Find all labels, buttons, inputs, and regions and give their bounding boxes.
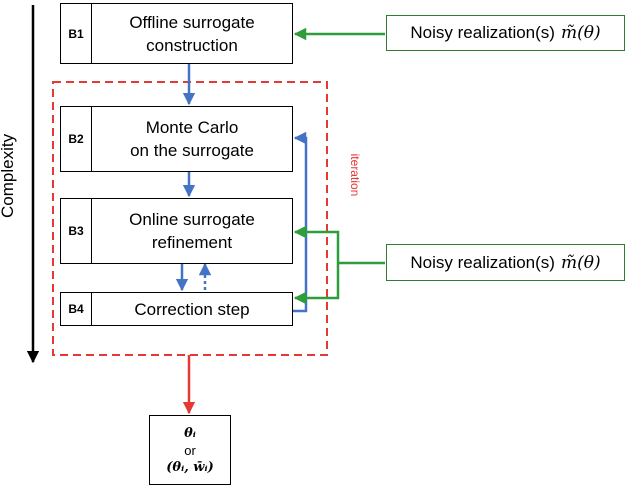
block-b1-line-2: construction <box>146 35 238 55</box>
block-b3-tag: B3 <box>61 199 92 263</box>
block-b1-text: Offline surrogate construction <box>92 4 292 63</box>
complexity-label: Complexity <box>0 133 17 218</box>
arrow-noisy-to-b3 <box>293 225 340 263</box>
block-b3-line-1: Online surrogate <box>129 210 255 229</box>
block-b1-offline-surrogate: B1 Offline surrogate construction <box>60 3 293 64</box>
block-b1-tag: B1 <box>61 4 92 63</box>
noisy-top-symbol: m̃(θ) <box>560 23 601 43</box>
output-line-2: or <box>184 442 196 458</box>
block-b3-line-2: refinement <box>151 233 233 252</box>
block-b1-line-1: Offline surrogate <box>129 12 255 32</box>
iteration-loop-arrow <box>293 131 308 313</box>
output-line-3: (θᵢ, w̄ᵢ) <box>166 459 214 475</box>
block-b2-monte-carlo: B2 Monte Carlo on the surrogate <box>60 106 293 172</box>
block-b4-text: Correction step <box>92 293 292 325</box>
noisy-realization-bottom: Noisy realization(s) m̃(θ) <box>386 244 625 281</box>
block-b4-line-1: Correction step <box>134 299 250 319</box>
noisy-realization-top: Noisy realization(s) m̃(θ) <box>386 15 625 51</box>
block-b2-line-2: on the surrogate <box>130 141 254 160</box>
noisy-bottom-text: Noisy realization(s) <box>410 252 555 272</box>
block-b3-online-refinement: B3 Online surrogate refinement <box>60 198 293 264</box>
block-b2-line-1: Monte Carlo <box>145 118 239 137</box>
output-line-1: θᵢ <box>184 425 196 441</box>
noisy-bottom-symbol: m̃(θ) <box>560 252 601 273</box>
noisy-top-text: Noisy realization(s) <box>410 23 555 42</box>
block-b2-text: Monte Carlo on the surrogate <box>92 107 292 171</box>
block-b4-correction-step: B4 Correction step <box>60 292 293 326</box>
arrow-noisy-to-b4 <box>293 263 340 305</box>
block-b3-text: Online surrogate refinement <box>92 199 292 263</box>
iteration-label: iteration <box>348 153 362 197</box>
output-box: θᵢ or (θᵢ, w̄ᵢ) <box>149 415 231 485</box>
block-b2-tag: B2 <box>61 107 92 171</box>
block-b4-tag: B4 <box>61 293 92 325</box>
